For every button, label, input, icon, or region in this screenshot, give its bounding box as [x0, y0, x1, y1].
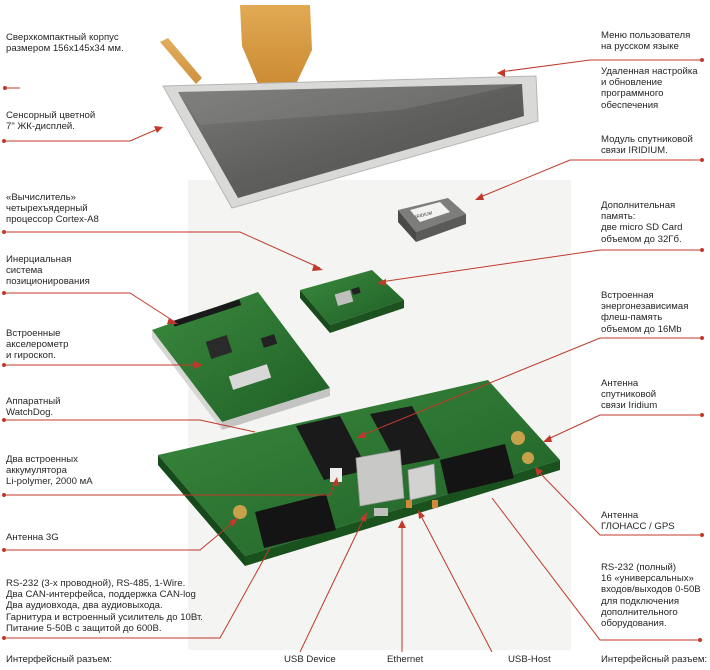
iridium-sticker	[410, 202, 450, 222]
iridium-module: IRIDIUM	[398, 198, 466, 242]
cpu-module	[300, 270, 404, 333]
flex-cable-thin	[160, 38, 202, 84]
label-glonass: Антенна ГЛОНАСС / GPS	[601, 510, 675, 533]
label-flash: Встроенная энергонезависимая флеш-память…	[601, 290, 689, 335]
antenna-3g-connector	[233, 505, 247, 519]
antenna-glonass-connector	[522, 452, 534, 464]
label-case: Сверхкомпактный корпус размером 156х145х…	[6, 32, 124, 55]
label-accel: Встроенные акселерометр и гироскоп.	[6, 328, 69, 362]
leaders-left	[2, 86, 339, 552]
label-interface-left: Интерфейсный разъем:	[6, 654, 113, 665]
label-antenna-iridium: Антенна спутниковой связи Iridium	[601, 378, 658, 412]
label-watchdog: Аппаратный WatchDog.	[6, 396, 61, 419]
lcd-display	[160, 5, 539, 209]
label-menu: Меню пользователя на русском языке	[601, 30, 691, 53]
label-display: Сенсорный цветной 7" ЖК-дисплей.	[6, 110, 96, 133]
label-antenna-3g: Антенна 3G	[6, 532, 59, 543]
label-sdcard: Дополнительная память: две micro SD Card…	[601, 200, 683, 245]
leaders-bottom	[2, 497, 702, 653]
battery-connector	[330, 468, 342, 482]
iridium-sticker-text: IRIDIUM	[415, 210, 433, 219]
label-cpu: «Вычислитель» четырехъядерный процессор …	[6, 192, 99, 226]
label-usb-device: USB Device	[284, 654, 336, 665]
label-rs232-full: RS-232 (полный) 16 «универсальных» входо…	[601, 562, 701, 630]
label-iridium: Модуль спутниковой связи IRIDIUM.	[601, 134, 693, 157]
label-ins: Инерциальная система позиционирования	[6, 254, 90, 288]
lcd-screen	[178, 84, 524, 198]
small-orange-part-1	[406, 500, 412, 508]
main-board	[158, 380, 560, 566]
sensor-board	[152, 292, 330, 430]
label-ethernet: Ethernet	[387, 654, 424, 665]
sd-slot-left	[296, 416, 368, 480]
label-remote: Удаленная настройка и обновление програм…	[601, 66, 698, 111]
interface-connector-left	[255, 494, 336, 548]
sd-slot-right	[370, 406, 440, 466]
leaders-right	[357, 58, 704, 537]
label-interface-right: Интерфейсный разъем:	[601, 654, 708, 665]
small-orange-part-2	[432, 500, 438, 508]
interface-connector-right	[440, 444, 514, 494]
usb-device-port	[374, 508, 388, 516]
lcd-glare	[178, 84, 522, 125]
flex-cable-main	[240, 5, 312, 84]
antenna-iridium-connector	[511, 431, 525, 445]
label-battery: Два встроенных аккумулятора Li-polymer, …	[6, 454, 93, 488]
usb-host-port	[407, 463, 437, 501]
label-interfaces: RS-232 (3-х проводной), RS-485, 1-Wire. …	[6, 578, 203, 634]
ethernet-jack	[355, 449, 405, 507]
label-usb-host: USB-Host	[508, 654, 551, 665]
